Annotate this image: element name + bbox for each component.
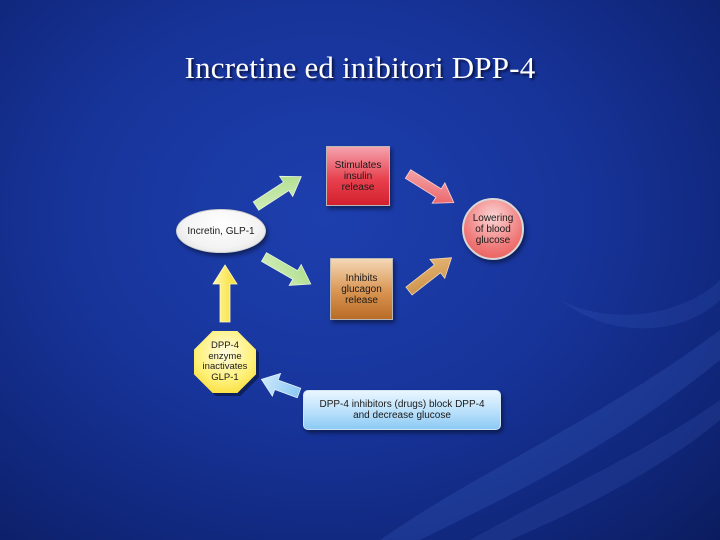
drugs-line-1: DPP-4 inhibitors (drugs) block DPP-4: [319, 398, 485, 410]
dpp4-line-1: DPP-4: [211, 340, 239, 351]
arrow-incretin-to-inhibits: [260, 252, 312, 286]
arrow-dpp4-to-incretin: [212, 264, 238, 323]
arrow-inhibits-to-lowering: [405, 257, 453, 296]
dpp4-line-3: inactivates: [202, 361, 248, 372]
inhibits-line-2: glucagon: [341, 283, 382, 295]
dpp4-line-2: enzyme: [208, 350, 242, 362]
lowering-line-2: of blood: [475, 223, 511, 235]
stimulates-insulin-box: Stimulates insulin release: [326, 146, 390, 206]
inhibits-glucagon-box: Inhibits glucagon release: [330, 258, 393, 320]
slide-title: Incretine ed inibitori DPP-4: [184, 50, 536, 85]
lowering-line-1: Lowering: [472, 212, 514, 224]
dpp4-inhibitors-box: DPP-4 inhibitors (drugs) block DPP-4 and…: [303, 390, 501, 430]
arrow-drugs-to-dpp4: [260, 372, 302, 399]
stimulates-line-1: Stimulates: [334, 159, 382, 171]
incretin-label: Incretin, GLP-1: [187, 225, 255, 237]
inhibits-line-1: Inhibits: [345, 272, 378, 284]
dpp4-enzyme-octagon: DPP-4 enzyme inactivates GLP-1: [194, 331, 256, 393]
arrow-stimulates-to-lowering: [404, 169, 455, 204]
inhibits-line-3: release: [345, 294, 378, 306]
incretin-glp1-oval: Incretin, GLP-1: [176, 209, 266, 253]
lowering-glucose-circle: Lowering of blood glucose: [462, 198, 524, 260]
lowering-line-3: glucose: [475, 234, 511, 246]
stimulates-line-3: release: [341, 181, 375, 193]
arrow-incretin-to-stimulates: [252, 175, 302, 211]
drugs-line-2: and decrease glucose: [353, 410, 451, 421]
dpp4-line-4: GLP-1: [211, 371, 239, 383]
stimulates-line-2: insulin: [343, 170, 373, 182]
